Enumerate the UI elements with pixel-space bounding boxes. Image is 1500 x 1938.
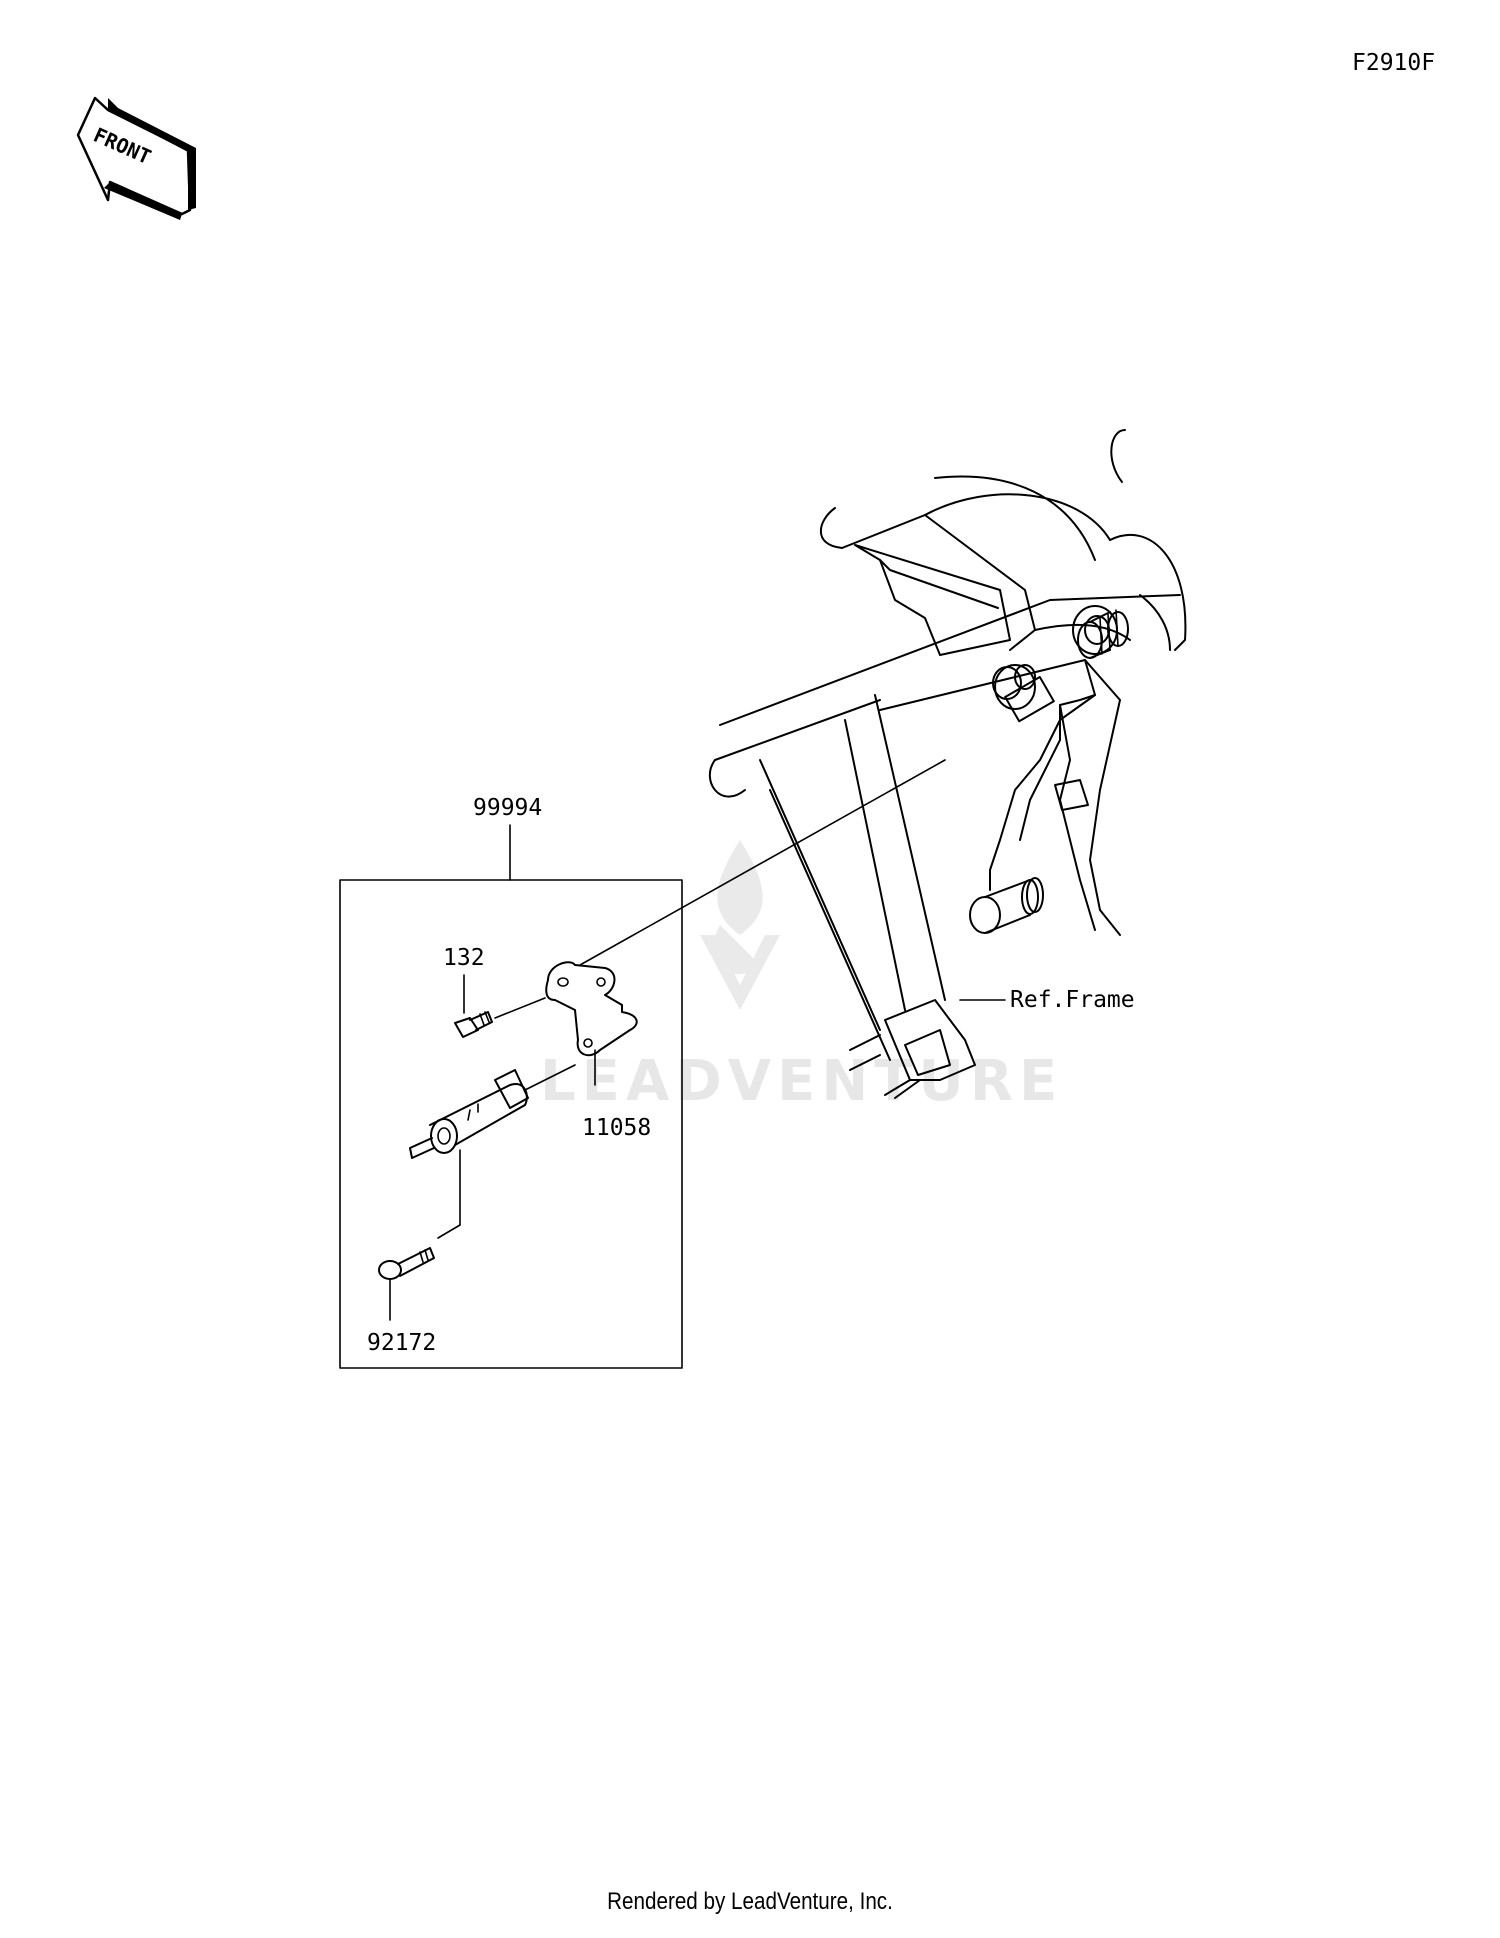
mount-leader-line xyxy=(579,759,946,966)
flame-v-logo-icon xyxy=(700,840,780,1010)
screw-part xyxy=(378,1247,435,1321)
diagram-code: F2910F xyxy=(1352,50,1435,76)
assembly-box xyxy=(339,879,683,1369)
callout-screw: 92172 xyxy=(367,1330,436,1356)
bolt-part xyxy=(454,997,546,1038)
footer-credit: Rendered by LeadVenture, Inc. xyxy=(607,1888,893,1915)
front-arrow-icon: FRONT xyxy=(76,96,196,220)
callout-assembly: 99994 xyxy=(473,795,542,821)
watermark: LEADVENTURE xyxy=(540,840,1063,1114)
bracket-part xyxy=(545,961,638,1086)
callout-frame-ref: Ref.Frame xyxy=(1010,987,1135,1013)
frame-drawing xyxy=(708,429,1187,1099)
callout-bracket: 11058 xyxy=(582,1115,651,1141)
watermark-text: LEADVENTURE xyxy=(540,1049,1063,1114)
callout-bolt: 132 xyxy=(443,945,485,971)
lock-cylinder-part xyxy=(409,1064,576,1239)
